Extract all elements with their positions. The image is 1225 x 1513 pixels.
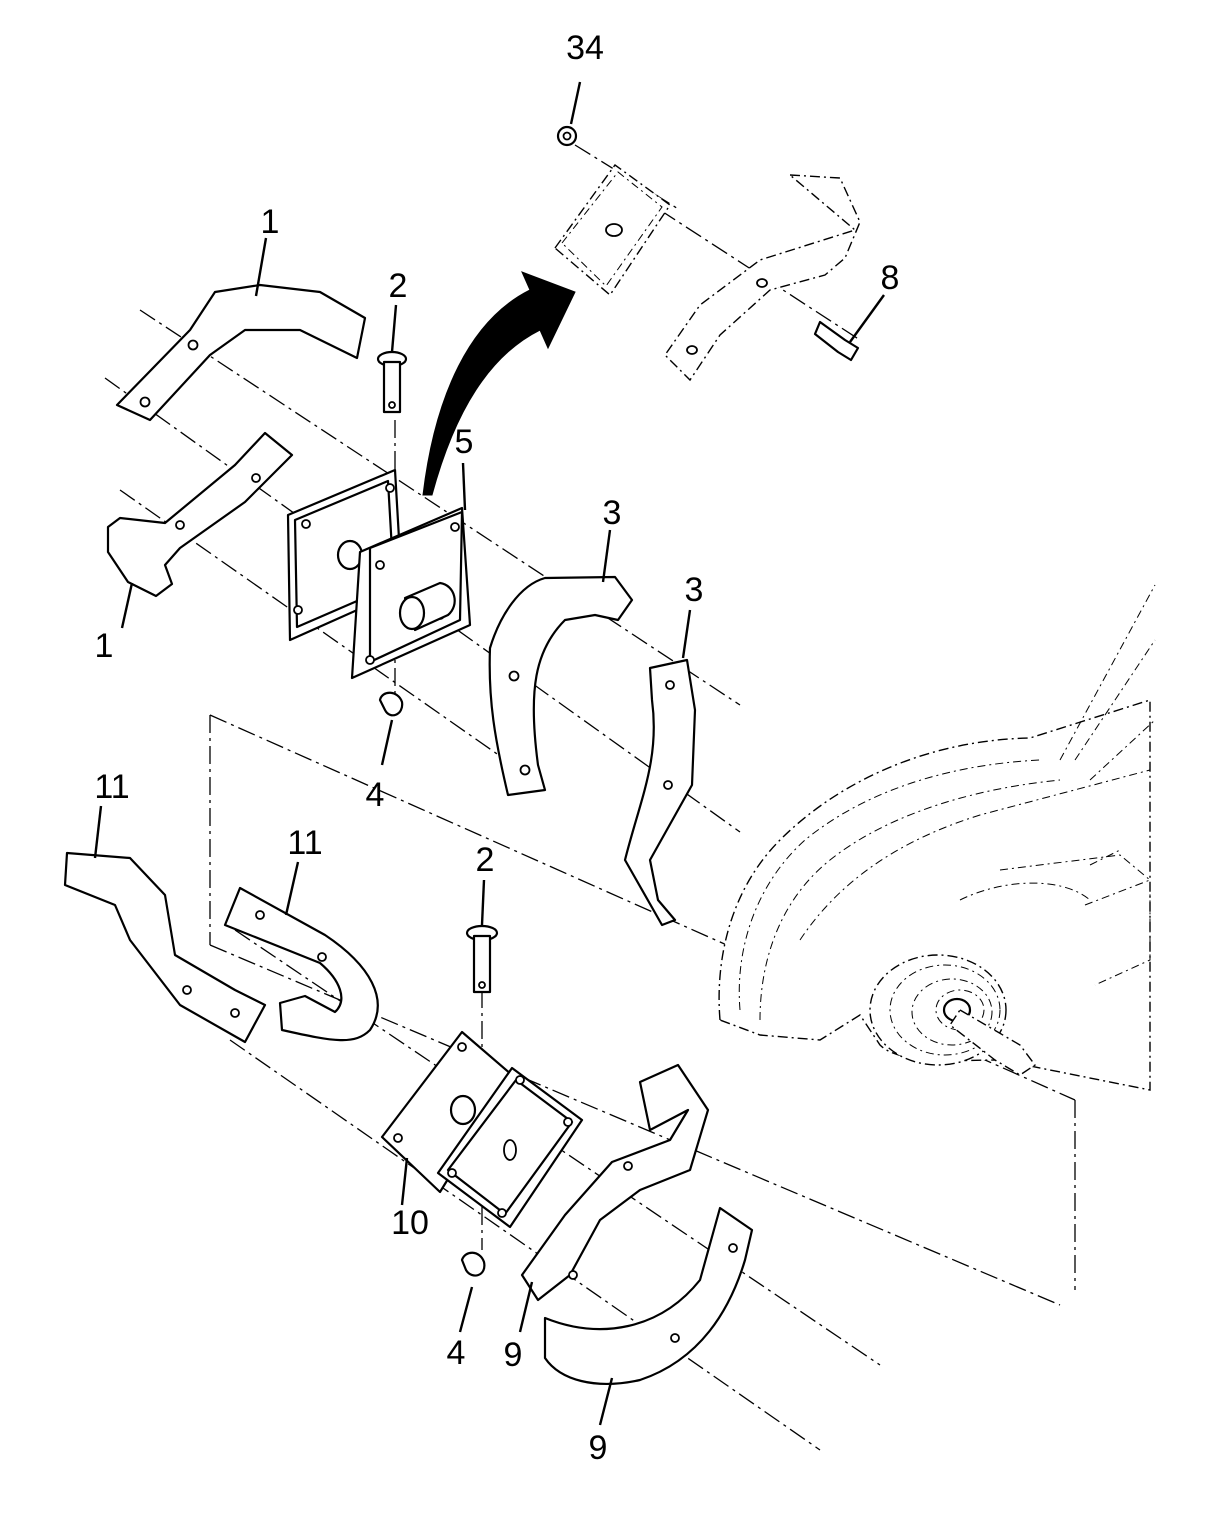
tine-9-upper [520,1063,710,1302]
upper-tine-1-lower [106,431,294,598]
callout-4-bottom: 4 [447,1334,466,1372]
leader-lines [93,81,885,1426]
callout-11-mid: 11 [287,824,322,862]
upper-tine-1-top [115,283,367,422]
lower-tine-11-mid [223,886,379,1042]
lower-tine-11-left [63,851,267,1044]
callout-34: 34 [566,29,604,67]
callout-3-b: 3 [685,571,704,609]
callout-2-bottom: 2 [476,841,495,879]
callout-9-b: 9 [589,1429,608,1467]
callout-8: 8 [881,259,900,297]
callout-5: 5 [455,423,474,461]
tine-3-left [488,575,634,797]
callout-9-a: 9 [504,1336,523,1374]
tine-3-right [623,658,697,927]
callout-10: 10 [391,1204,429,1242]
callout-1-left: 1 [95,627,114,665]
hub-plate-assembly-5 [286,468,472,680]
hitch-pin-top [376,350,408,414]
callout-11-left: 11 [94,768,129,806]
hub-plate-assembly-10 [380,1030,584,1229]
callout-4-top: 4 [366,776,385,814]
curved-arrow-icon [422,271,576,496]
hairpin-clip-bottom [460,1251,486,1277]
tiller-body-outline [718,584,1156,1091]
callout-numbers: 34 8 1 2 5 3 3 1 4 11 11 2 10 4 9 9 [94,29,899,1467]
hairpin-clip-top [378,691,404,717]
hitch-pin-bottom [465,924,499,994]
callout-3-a: 3 [603,494,622,532]
tine-9-lower [543,1206,754,1385]
callout-1-top: 1 [261,203,280,241]
callout-2-top: 2 [389,267,408,305]
inset-ghost-assembly [554,125,861,382]
